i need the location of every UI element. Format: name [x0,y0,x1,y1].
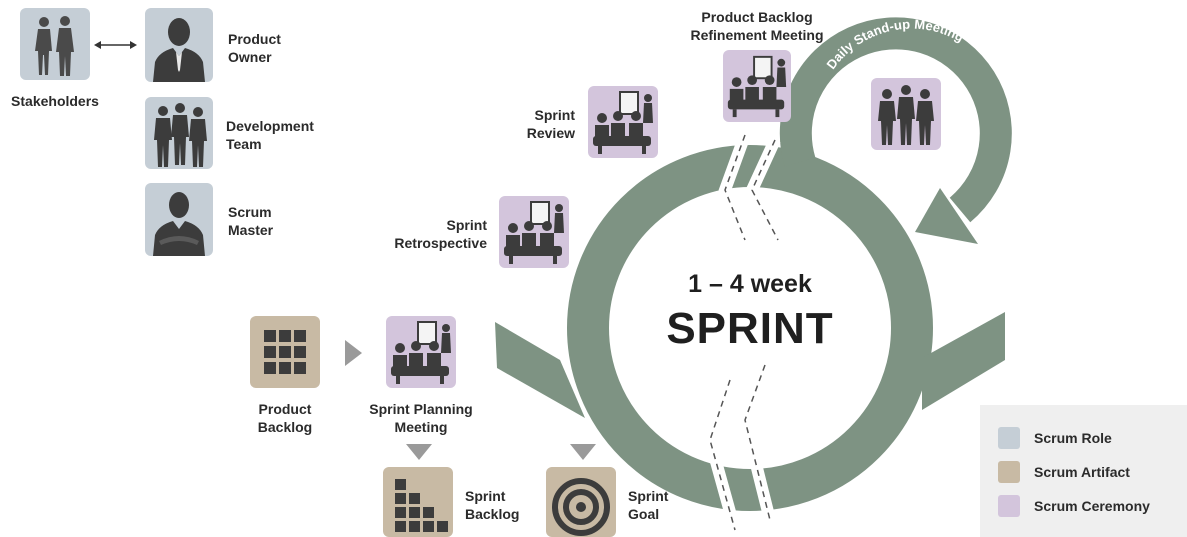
sprint-backlog-tile [383,467,453,537]
sprint-goal-label: Sprint Goal [628,488,669,522]
development-team-tile [145,97,213,169]
ring-split-bottom-dash [709,379,736,531]
standing-people-icon [878,85,934,145]
scrum-master-label: Scrum Master [228,204,274,238]
ring-split-top-dash [724,134,746,241]
team-icon [154,103,207,167]
sprint-entry-arrow [495,322,585,418]
ring-split-top-b-dash [751,139,779,241]
product-owner-tile [145,8,213,82]
legend-label-role: Scrum Role [1034,430,1112,446]
sprint-exit-arrow [922,312,1005,410]
product-backlog-label: Product Backlog [257,401,313,435]
backlog-to-planning-arrow [345,340,362,366]
planning-to-sprint-backlog-arrow [406,444,432,460]
legend-swatch-role [998,427,1020,449]
sprint-review-tile [588,86,658,158]
legend-label-artifact: Scrum Artifact [1034,464,1130,480]
daily-loop-arrowhead [915,188,978,244]
stakeholders-tile [20,8,90,80]
sprint-duration: 1 – 4 week [688,270,812,298]
stakeholders-people-icon [35,16,74,76]
meeting-table-icon [391,321,451,384]
legend-label-ceremony: Scrum Ceremony [1034,498,1150,514]
daily-standup-loop [779,17,1012,223]
sprint-retrospective-label: Sprint Retrospective [394,217,487,251]
sprint-backlog-label: Sprint Backlog [465,488,520,522]
staircase-blocks-icon [395,479,448,532]
meeting-table-icon [504,201,564,264]
stakeholders-label: Stakeholders [11,93,99,109]
sprint-review-label: Sprint Review [526,107,575,141]
legend-swatch-ceremony [998,495,1020,517]
legend: Scrum Role Scrum Artifact Scrum Ceremony [980,405,1187,537]
product-owner-label: Product Owner [228,31,281,65]
sprint-retrospective-tile [499,196,569,268]
meeting-table-icon [727,55,787,118]
product-backlog-tile [250,316,320,388]
stakeholder-owner-double-arrow [94,41,137,49]
planning-to-sprint-goal-arrow [570,444,596,460]
development-team-label: Development Team [226,118,314,152]
sprint-cycle-ring [567,145,933,511]
meeting-table-icon [593,91,653,154]
sprint-title: SPRINT [666,304,834,353]
legend-swatch-artifact [998,461,1020,483]
backlog-refinement-label: Product Backlog Refinement Meeting [690,9,824,43]
target-icon [552,478,610,536]
backlog-refinement-tile [723,50,791,122]
grid-icon [264,330,306,374]
sprint-planning-tile [386,316,456,388]
daily-standup-tile [871,78,941,150]
scrum-master-tile [145,183,213,256]
sprint-goal-tile [546,467,616,537]
ring-split-bottom-b-dash [744,364,771,521]
arms-crossed-person-icon [153,192,205,256]
sprint-planning-label: Sprint Planning Meeting [369,401,473,435]
businessman-icon [153,18,205,82]
